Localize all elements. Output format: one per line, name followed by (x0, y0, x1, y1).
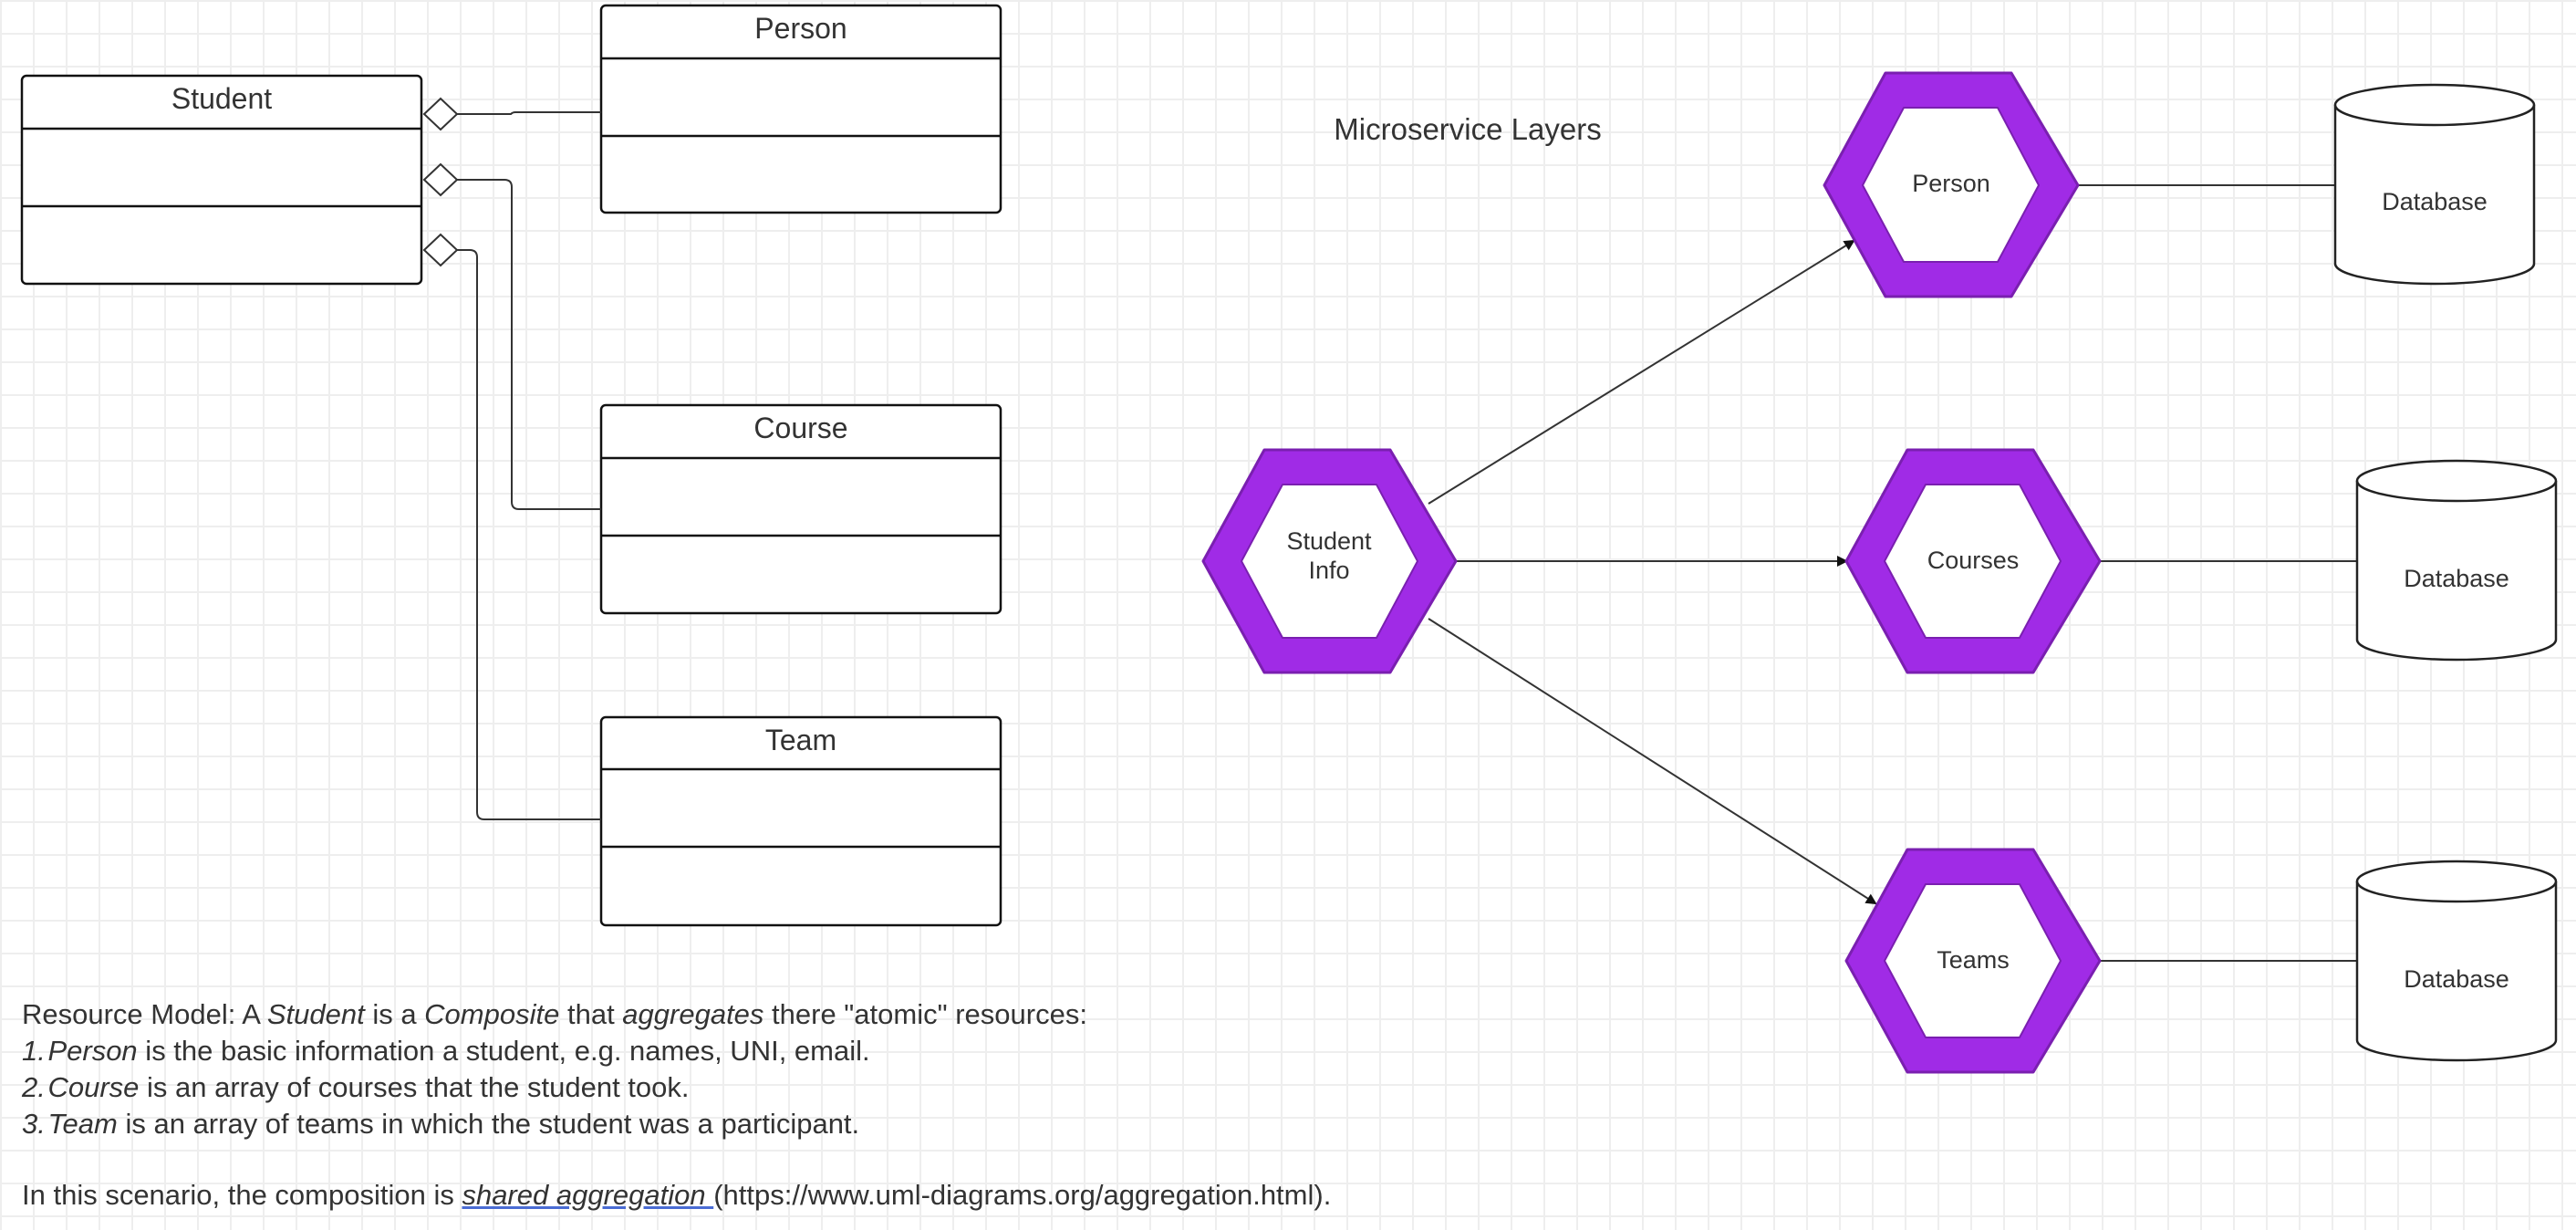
database-person[interactable]: Database (2333, 83, 2536, 286)
description-intro: Resource Model: A Student is a Composite… (22, 996, 1518, 1033)
item-term: Course (47, 1071, 140, 1103)
description-text: (https://www.uml-diagrams.org/aggregatio… (713, 1179, 1332, 1211)
service-teams[interactable]: Teams (1844, 848, 2102, 1074)
description-text: there "atomic" resources: (763, 998, 1087, 1030)
class-student[interactable]: Student (20, 74, 423, 286)
class-student-name: Student (171, 82, 272, 115)
class-person-name: Person (754, 12, 847, 45)
arrow-to-teams[interactable] (1428, 618, 1877, 905)
database-person-label: Database (2382, 188, 2488, 215)
description-item: 1. Person is the basic information a stu… (22, 1033, 1518, 1069)
description-text: that (559, 998, 623, 1030)
item-number: 2. (22, 1071, 46, 1103)
database-courses[interactable]: Database (2355, 459, 2558, 662)
service-courses[interactable]: Courses (1844, 448, 2102, 674)
item-number: 3. (22, 1108, 46, 1140)
spacer (22, 1142, 1518, 1177)
class-team[interactable]: Team (599, 715, 1002, 927)
description-text: is a (364, 998, 425, 1030)
class-course[interactable]: Course (599, 403, 1002, 615)
item-term: Team (47, 1108, 118, 1140)
description-text: Resource Model: A (22, 998, 267, 1030)
description-item: 3. Team is an array of teams in which th… (22, 1106, 1518, 1142)
item-number: 1. (22, 1035, 46, 1067)
service-student-info[interactable]: Student Info (1201, 448, 1458, 674)
shared-aggregation-link[interactable]: shared aggregation (462, 1179, 714, 1211)
aggregation-student-person[interactable] (422, 97, 601, 131)
item-text: is an array of teams in which the studen… (117, 1108, 860, 1140)
service-student-info-label-1: Student (1286, 527, 1372, 555)
service-teams-label: Teams (1937, 946, 2010, 974)
class-team-name: Team (765, 724, 836, 756)
aggregation-student-course[interactable] (422, 162, 601, 510)
item-term: Person (47, 1035, 138, 1067)
description-text: In this scenario, the composition is (22, 1179, 462, 1211)
service-person-label: Person (1912, 170, 1990, 197)
database-teams[interactable]: Database (2355, 860, 2558, 1062)
item-text: is the basic information a student, e.g.… (137, 1035, 870, 1067)
item-text: is an array of courses that the student … (139, 1071, 690, 1103)
service-courses-label: Courses (1927, 547, 2020, 574)
database-teams-label: Database (2404, 965, 2509, 993)
class-person[interactable]: Person (599, 4, 1002, 214)
description-term: Student (266, 998, 365, 1030)
database-courses-label: Database (2404, 565, 2509, 592)
diagram-title: Microservice Layers (1334, 112, 1601, 146)
service-person[interactable]: Person (1823, 71, 2080, 298)
arrow-to-person[interactable] (1428, 239, 1855, 505)
resource-model-description: Resource Model: A Student is a Composite… (22, 996, 1518, 1214)
description-final: In this scenario, the composition is sha… (22, 1177, 1518, 1214)
description-term: aggregates (622, 998, 764, 1030)
class-course-name: Course (753, 412, 847, 444)
description-term: Composite (424, 998, 560, 1030)
description-item: 2. Course is an array of courses that th… (22, 1069, 1518, 1106)
aggregation-student-team[interactable] (422, 233, 601, 820)
service-student-info-label-2: Info (1308, 557, 1349, 584)
